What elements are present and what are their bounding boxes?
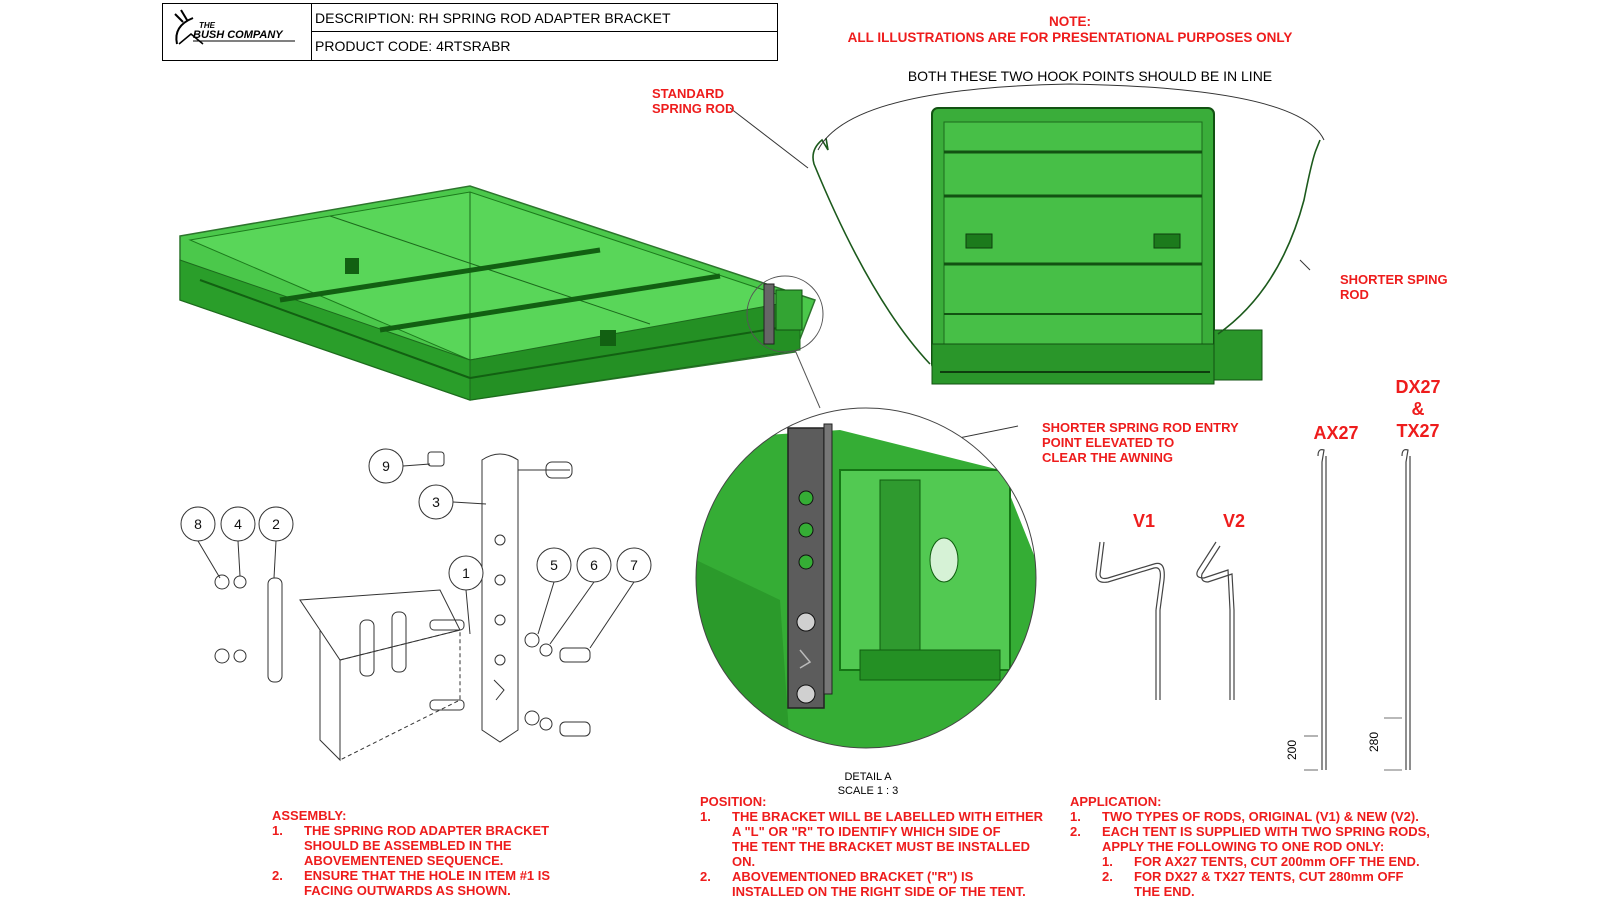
note-heading: NOTE: bbox=[1049, 14, 1091, 29]
position-instructions: POSITION: 1. THE BRACKET WILL BE LABELLE… bbox=[700, 794, 1060, 899]
standard-spring-rod-callout: STANDARD SPRING ROD bbox=[652, 86, 734, 116]
part-3-label: 3 bbox=[432, 494, 440, 510]
part-5-label: 5 bbox=[550, 557, 558, 573]
part-numbers: 9 3 8 4 2 1 5 6 7 bbox=[194, 458, 638, 581]
position-heading: POSITION: bbox=[700, 794, 767, 809]
part-4-label: 4 bbox=[234, 516, 242, 532]
rod-dx27-tx27-label: DX27 & TX27 bbox=[1388, 376, 1448, 442]
position-item: 1. THE BRACKET WILL BE LABELLED WITH EIT… bbox=[700, 809, 1044, 869]
logo-line1: THE bbox=[199, 21, 216, 30]
rod-ax27-label: AX27 bbox=[1313, 423, 1359, 443]
rod-tx27-text: TX27 bbox=[1396, 421, 1440, 441]
application-subitem: 1. FOR AX27 TENTS, CUT 200mm OFF THE END… bbox=[1102, 854, 1420, 869]
detail-a-view bbox=[695, 407, 1037, 749]
logo-line2: BUSH COMPANY bbox=[193, 29, 284, 41]
rod-dx27-text: DX27 bbox=[1395, 377, 1441, 397]
part-8-label: 8 bbox=[194, 516, 202, 532]
tent-front-view bbox=[812, 83, 1325, 385]
entry-point-callout: SHORTER SPRING ROD ENTRY POINT ELEVATED … bbox=[1042, 420, 1239, 465]
description-field: DESCRIPTION: RH SPRING ROD ADAPTER BRACK… bbox=[311, 4, 777, 32]
part-7-label: 7 bbox=[630, 557, 638, 573]
callout-line: SHORTER SPING bbox=[1340, 272, 1448, 287]
tent-isometric-view bbox=[179, 185, 824, 409]
callout-line: POINT ELEVATED TO bbox=[1042, 435, 1175, 450]
company-logo: THE BUSH COMPANY bbox=[163, 4, 312, 60]
rod-v2-label: V2 bbox=[1222, 511, 1246, 531]
shorter-rod-callout: SHORTER SPING ROD bbox=[1340, 272, 1448, 302]
part-2-label: 2 bbox=[272, 516, 280, 532]
rod-amp-text: & bbox=[1411, 399, 1425, 419]
part-6-label: 6 bbox=[590, 557, 598, 573]
detail-label: DETAIL A bbox=[844, 771, 892, 783]
callout-line: SHORTER SPRING ROD ENTRY bbox=[1042, 420, 1239, 435]
detail-scale: SCALE 1 : 3 bbox=[837, 785, 899, 797]
callout-line: CLEAR THE AWNING bbox=[1042, 450, 1173, 465]
detail-caption: DETAIL A SCALE 1 : 3 bbox=[828, 770, 908, 798]
application-heading: APPLICATION: bbox=[1070, 794, 1162, 809]
callout-line: STANDARD bbox=[652, 86, 724, 101]
note-body: ALL ILLUSTRATIONS ARE FOR PRESENTATIONAL… bbox=[847, 30, 1293, 45]
assembly-heading: ASSEMBLY: bbox=[272, 808, 347, 823]
application-instructions: APPLICATION: 1. TWO TYPES OF RODS, ORIGI… bbox=[1070, 794, 1470, 899]
dimension-280: 280 bbox=[1367, 732, 1381, 752]
callout-line: SPRING ROD bbox=[652, 101, 735, 116]
part-9-label: 9 bbox=[382, 458, 390, 474]
product-code-field: PRODUCT CODE: 4RTSRABR bbox=[315, 38, 511, 54]
dimension-200: 200 bbox=[1285, 740, 1299, 760]
application-item: 2. EACH TENT IS SUPPLIED WITH TWO SPRING… bbox=[1070, 824, 1430, 854]
title-block: THE BUSH COMPANY DESCRIPTION: RH SPRING … bbox=[162, 3, 778, 61]
callout-line: ROD bbox=[1340, 287, 1369, 302]
application-item: 1. TWO TYPES OF RODS, ORIGINAL (V1) & NE… bbox=[1070, 809, 1419, 824]
rod-variants bbox=[1095, 449, 1411, 771]
assembly-instructions: ASSEMBLY: 1. THE SPRING ROD ADAPTER BRAC… bbox=[272, 808, 602, 898]
hook-points-text: BOTH THESE TWO HOOK POINTS SHOULD BE IN … bbox=[907, 68, 1273, 84]
presentation-note: NOTE: ALL ILLUSTRATIONS ARE FOR PRESENTA… bbox=[800, 14, 1340, 46]
part-balloons bbox=[180, 448, 652, 649]
rod-v1-label: V1 bbox=[1132, 511, 1156, 531]
exploded-bracket-view bbox=[214, 451, 591, 762]
part-1-label: 1 bbox=[462, 565, 470, 581]
